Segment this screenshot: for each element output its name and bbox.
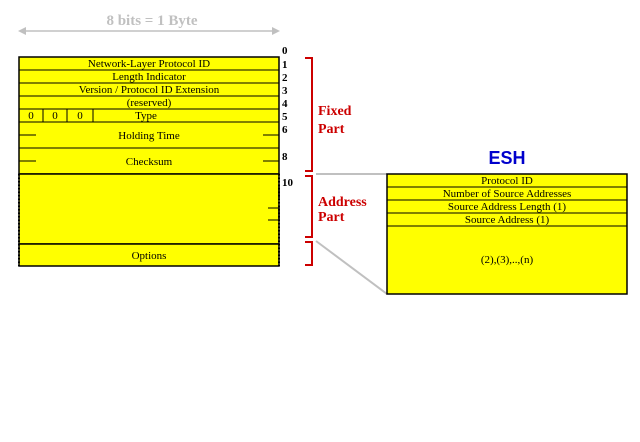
pdu-fixed-part: Network-Layer Protocol ID Length Indicat… xyxy=(18,56,280,175)
address-part-bracket: Address Part xyxy=(305,175,367,266)
pdu-address-part xyxy=(18,173,280,245)
octet-4: 4 xyxy=(282,98,288,110)
field-bit-0a: 0 xyxy=(28,110,34,122)
field-bit-0c: 0 xyxy=(77,110,83,122)
options-label: Options xyxy=(132,250,167,262)
esh-more-addresses: (2),(3),..,(n) xyxy=(481,254,534,266)
esh-row-protocol-id: Protocol ID xyxy=(481,175,533,187)
octet-6: 6 xyxy=(282,124,288,136)
fixed-part-bracket: Fixed Part xyxy=(305,57,352,172)
fixed-part-label-2: Part xyxy=(318,122,345,137)
octet-2: 2 xyxy=(282,72,288,84)
octet-10: 10 xyxy=(282,177,294,189)
octet-numbers: 0 1 2 3 4 5 6 8 10 xyxy=(282,45,294,189)
byte-width-indicator: 8 bits = 1 Byte xyxy=(18,13,280,35)
esh-row-addr-length: Source Address Length (1) xyxy=(448,201,567,213)
field-protocol-id: Network-Layer Protocol ID xyxy=(88,58,210,70)
octet-8: 8 xyxy=(282,151,288,163)
field-bit-0b: 0 xyxy=(52,110,58,122)
field-holding-time: Holding Time xyxy=(118,130,180,142)
octet-1: 1 xyxy=(282,59,288,71)
octet-0: 0 xyxy=(282,45,288,57)
octet-5: 5 xyxy=(282,111,288,123)
esh-title: ESH xyxy=(488,148,525,168)
field-checksum: Checksum xyxy=(126,156,173,168)
address-part-label-1: Address xyxy=(318,195,367,210)
address-part-label-2: Part xyxy=(318,210,345,225)
esh-connector xyxy=(315,173,388,295)
byte-label: 8 bits = 1 Byte xyxy=(106,13,197,29)
field-length-indicator: Length Indicator xyxy=(112,71,186,83)
esh-row-num-sources: Number of Source Addresses xyxy=(443,188,572,200)
fixed-part-label-1: Fixed xyxy=(318,104,352,119)
field-version: Version / Protocol ID Extension xyxy=(79,84,220,96)
esh-structure: ESH Protocol ID Number of Source Address… xyxy=(386,148,628,295)
octet-3: 3 xyxy=(282,85,288,97)
pdu-options: Options xyxy=(18,243,280,267)
esh-row-address: Source Address (1) xyxy=(465,214,550,226)
field-type: Type xyxy=(135,110,157,122)
field-reserved: (reserved) xyxy=(127,97,172,109)
